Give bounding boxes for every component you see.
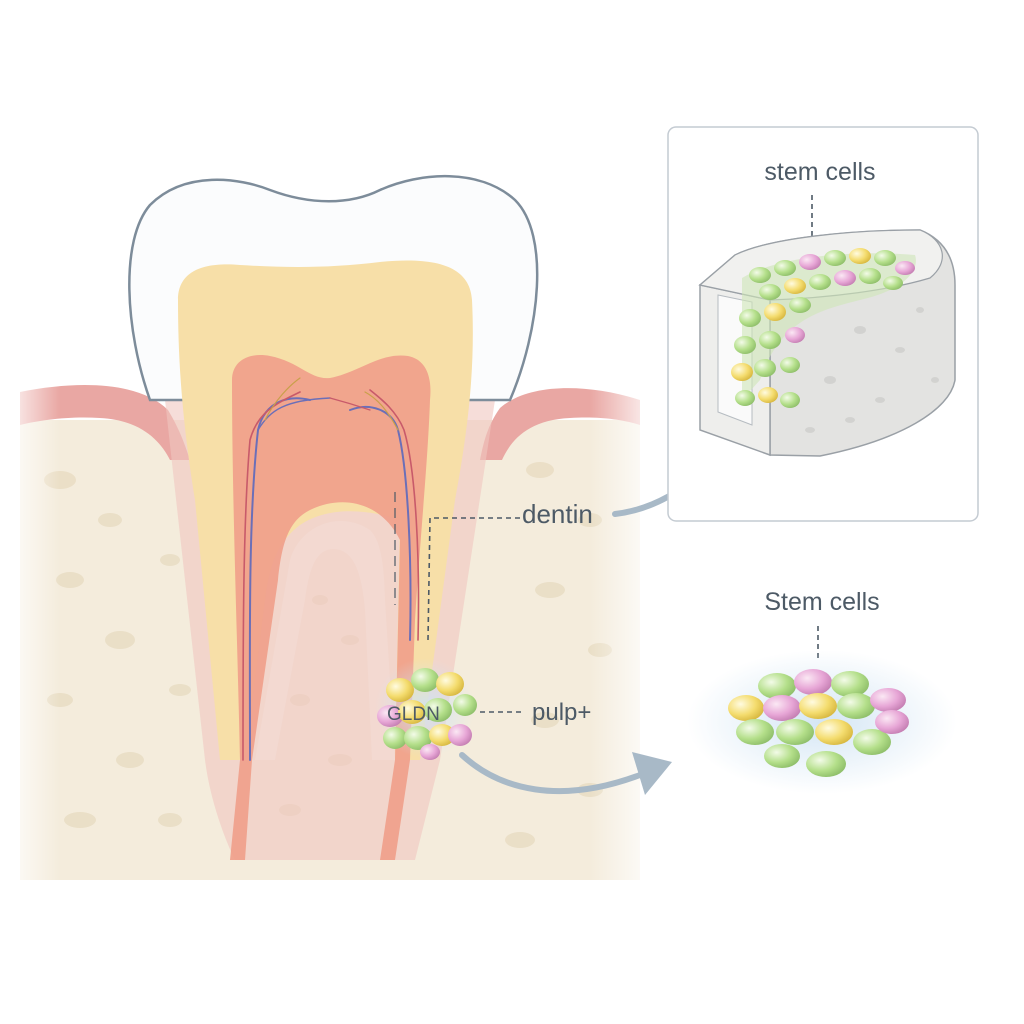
stem-cells-group: Stem cells xyxy=(687,588,957,794)
arrow-to-cells xyxy=(459,752,643,794)
pulp-chamber xyxy=(230,355,431,860)
arrow-to-cells-head xyxy=(632,752,672,795)
leader-lines xyxy=(394,492,522,713)
root-canal-wall xyxy=(255,521,395,760)
right-fade xyxy=(590,380,660,900)
left-fade xyxy=(0,380,60,900)
cell-cluster xyxy=(375,658,477,760)
inset-panel: stem cells xyxy=(667,126,979,522)
scaffold-pores xyxy=(805,307,939,433)
stem-cells-label: Stem cells xyxy=(764,588,879,616)
inset-stem-cells-label: stem cells xyxy=(764,158,875,186)
dentin-label: dentin xyxy=(522,499,593,529)
pulp-label: pulp+ xyxy=(532,699,591,726)
scaffold-cells xyxy=(731,248,915,408)
cluster-label: GLDN xyxy=(387,704,440,725)
blood-vessels xyxy=(242,377,420,761)
